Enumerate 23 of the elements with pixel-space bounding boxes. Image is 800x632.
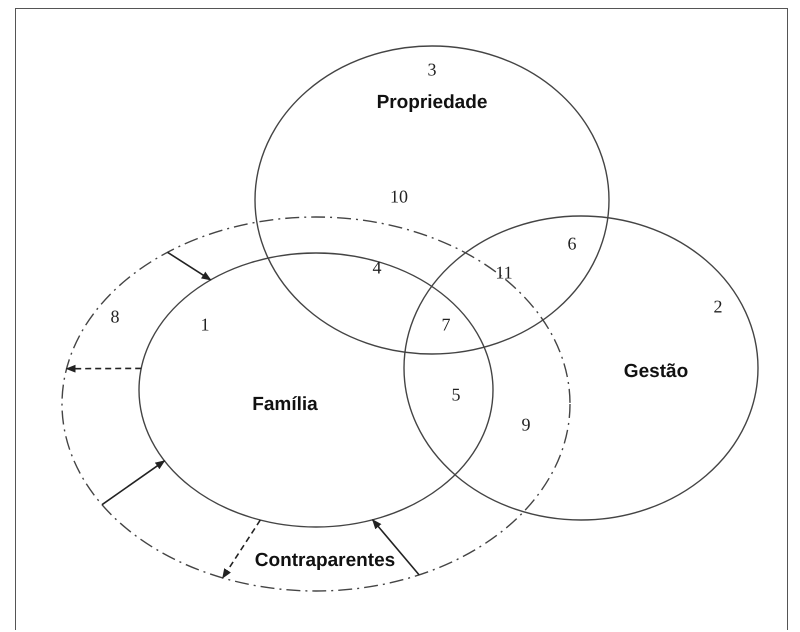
region-number: 2 <box>714 296 722 318</box>
set-label: Contraparentes <box>254 550 396 572</box>
region-number: 10 <box>390 186 408 208</box>
region-number: 3 <box>428 60 436 80</box>
venn-ellipse <box>254 45 610 355</box>
region-number: 1 <box>200 314 210 336</box>
dashed-arrow <box>66 364 142 373</box>
region-number: 5 <box>452 384 460 406</box>
set-label: Gestão <box>624 361 688 383</box>
region-number: 11 <box>495 262 513 284</box>
arrow <box>372 519 420 576</box>
venn-ellipse <box>138 252 494 528</box>
set-label: Família <box>252 394 318 416</box>
region-number: 6 <box>568 234 576 254</box>
arrow <box>167 252 212 281</box>
dashed-arrow <box>222 520 261 579</box>
set-label: Propriedade <box>376 92 488 114</box>
arrow <box>102 460 166 506</box>
region-number: 9 <box>522 414 530 436</box>
venn-ellipse <box>403 215 759 521</box>
region-number: 4 <box>372 258 382 278</box>
region-number: 7 <box>442 314 450 336</box>
region-number: 8 <box>110 306 120 328</box>
